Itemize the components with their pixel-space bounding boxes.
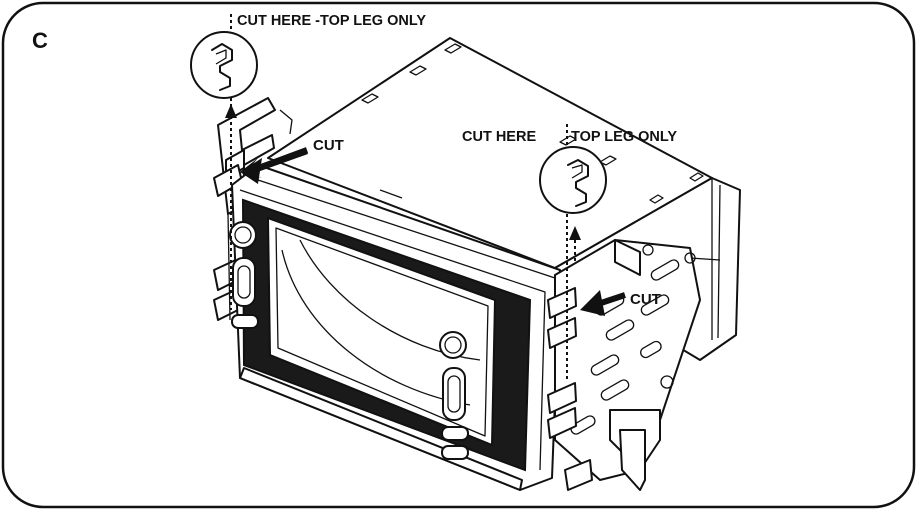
right-detail-circle xyxy=(539,146,607,214)
left-up-arrow-icon xyxy=(225,104,237,118)
right-controls xyxy=(439,331,469,460)
button-left-large xyxy=(232,257,256,307)
callout-top-right-a: CUT HERE xyxy=(462,129,536,145)
callout-cut-right: CUT xyxy=(630,291,661,308)
callout-top-left: CUT HERE -TOP LEG ONLY xyxy=(237,13,426,29)
callout-cut-left: CUT xyxy=(313,137,344,154)
callout-top-right-b: TOP LEG ONLY xyxy=(571,129,677,145)
button-left-small xyxy=(231,314,259,329)
right-cut-arrow-icon xyxy=(580,290,605,316)
left-controls xyxy=(229,221,259,329)
volume-knob-icon xyxy=(229,221,257,249)
right-up-arrow-icon xyxy=(569,226,581,240)
tune-knob-icon xyxy=(439,331,467,359)
right-cut-callout xyxy=(539,124,626,380)
step-letter: C xyxy=(32,28,48,53)
button-right-small-1 xyxy=(441,426,469,441)
left-cut-callout xyxy=(190,14,309,310)
button-right-small-2 xyxy=(441,445,469,460)
right-bracket xyxy=(547,239,701,491)
